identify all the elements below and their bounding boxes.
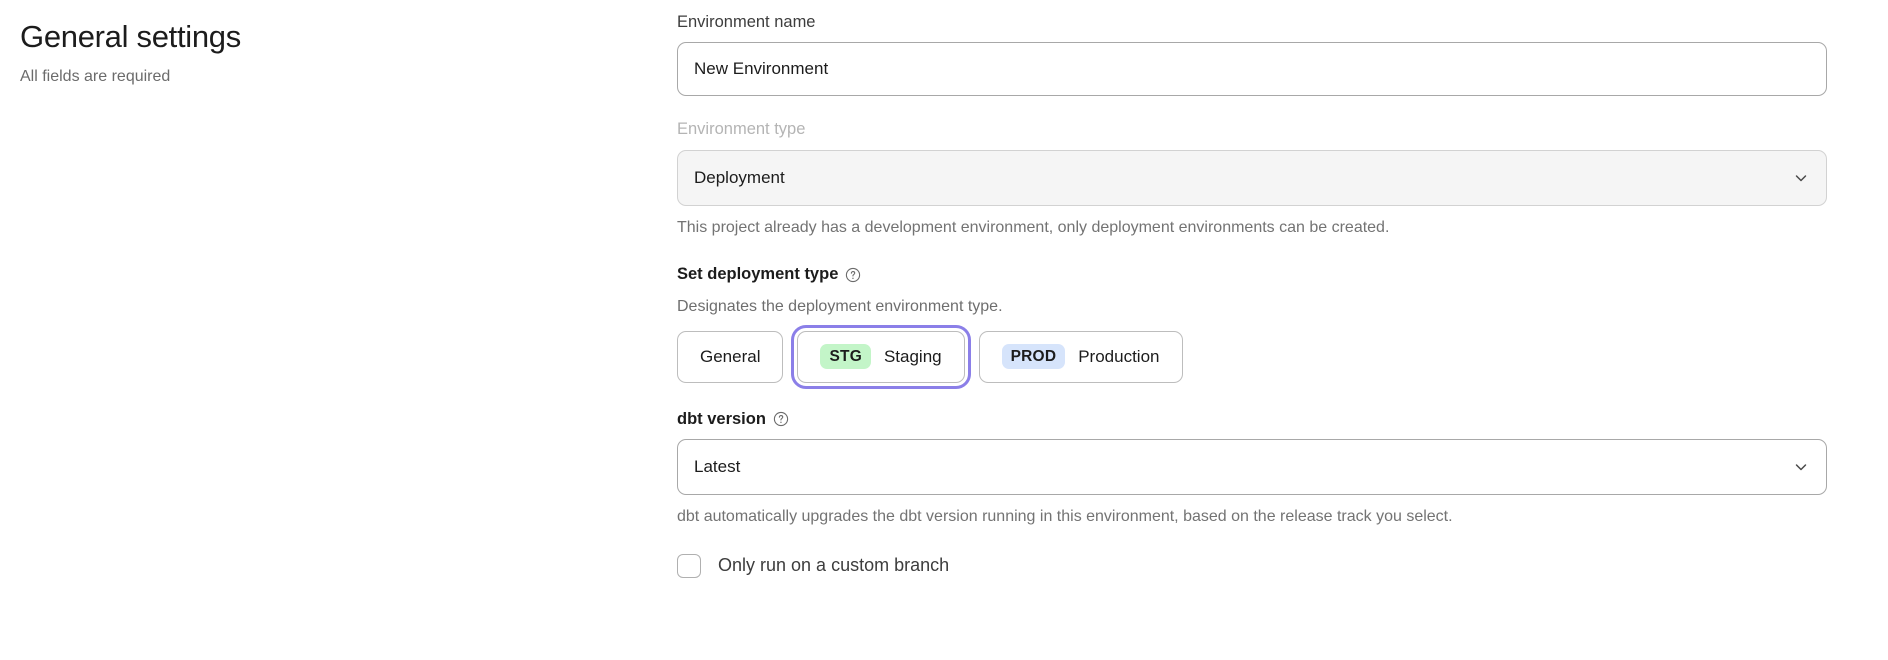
deployment-type-option-general-label: General: [700, 346, 761, 366]
settings-form-column: Environment name Environment type Deploy…: [677, 0, 1859, 578]
deployment-type-label-text: Set deployment type: [677, 265, 839, 284]
deployment-type-option-general[interactable]: General: [677, 330, 784, 383]
dbt-version-field: dbt version Latest dbt automatica: [677, 409, 1827, 528]
environment-name-label: Environment name: [677, 13, 816, 31]
deployment-type-description: Designates the deployment environment ty…: [677, 297, 1003, 315]
deployment-type-option-production-label: Production: [1078, 346, 1160, 366]
dbt-version-helper: dbt automatically upgrades the dbt versi…: [677, 507, 1453, 525]
deployment-type-field: Set deployment type Designates the deplo…: [677, 264, 1827, 389]
page-subtitle: All fields are required: [20, 68, 171, 86]
help-circle-icon[interactable]: [773, 411, 789, 427]
environment-type-select[interactable]: Deployment: [677, 149, 1827, 206]
environment-type-helper: This project already has a development e…: [677, 218, 1390, 236]
stg-badge: STG: [820, 343, 871, 370]
help-circle-icon[interactable]: [845, 267, 861, 283]
deployment-type-toggle-group: General STG Staging PROD Production: [677, 324, 1827, 389]
custom-branch-checkbox[interactable]: [677, 553, 701, 578]
dbt-version-select[interactable]: Latest: [677, 438, 1827, 495]
page-title: General settings: [20, 19, 241, 54]
settings-header-column: General settings All fields are required: [0, 0, 677, 88]
environment-type-select-value: Deployment: [677, 149, 1827, 206]
deployment-type-option-staging[interactable]: STG Staging: [791, 324, 971, 389]
deployment-type-label: Set deployment type: [677, 264, 1827, 285]
prod-badge: PROD: [1001, 343, 1066, 370]
environment-name-field: Environment name: [677, 12, 1827, 97]
dbt-version-select-value: Latest: [677, 438, 1827, 495]
environment-name-input[interactable]: [677, 42, 1827, 97]
environment-type-field: Environment type Deployment This project…: [677, 119, 1827, 238]
dbt-version-label-text: dbt version: [677, 409, 766, 428]
custom-branch-row: Only run on a custom branch: [677, 553, 1827, 578]
dbt-version-label: dbt version: [677, 409, 1827, 430]
deployment-type-option-staging-label: Staging: [883, 346, 942, 366]
environment-type-label: Environment type: [677, 120, 806, 139]
custom-branch-label: Only run on a custom branch: [718, 555, 950, 576]
deployment-type-option-production[interactable]: PROD Production: [978, 330, 1183, 383]
